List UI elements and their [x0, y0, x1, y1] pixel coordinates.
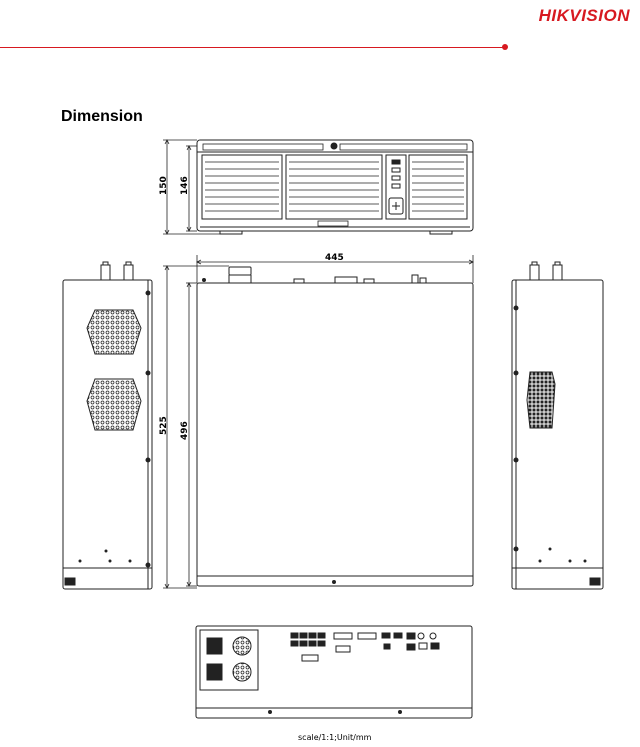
dim-front-inner-height: 146 [180, 176, 190, 195]
dim-top-outer-depth: 525 [159, 416, 169, 435]
header-rule [0, 47, 504, 48]
hikvision-logo: HIKVISION [538, 6, 630, 25]
dim-top-inner-depth: 496 [180, 421, 190, 440]
header-rule-dot [502, 44, 508, 50]
top-dimension-lines [163, 255, 474, 589]
front-view [196, 139, 474, 235]
front-dimension-lines [163, 139, 220, 235]
rear-view [195, 625, 473, 719]
dim-top-width: 445 [325, 253, 344, 263]
top-view [196, 266, 474, 587]
dim-front-outer-height: 150 [159, 176, 169, 195]
scale-note: scale/1:1;Unit/mm [298, 733, 372, 742]
right-side-view [511, 261, 604, 590]
section-title: Dimension [61, 108, 143, 125]
